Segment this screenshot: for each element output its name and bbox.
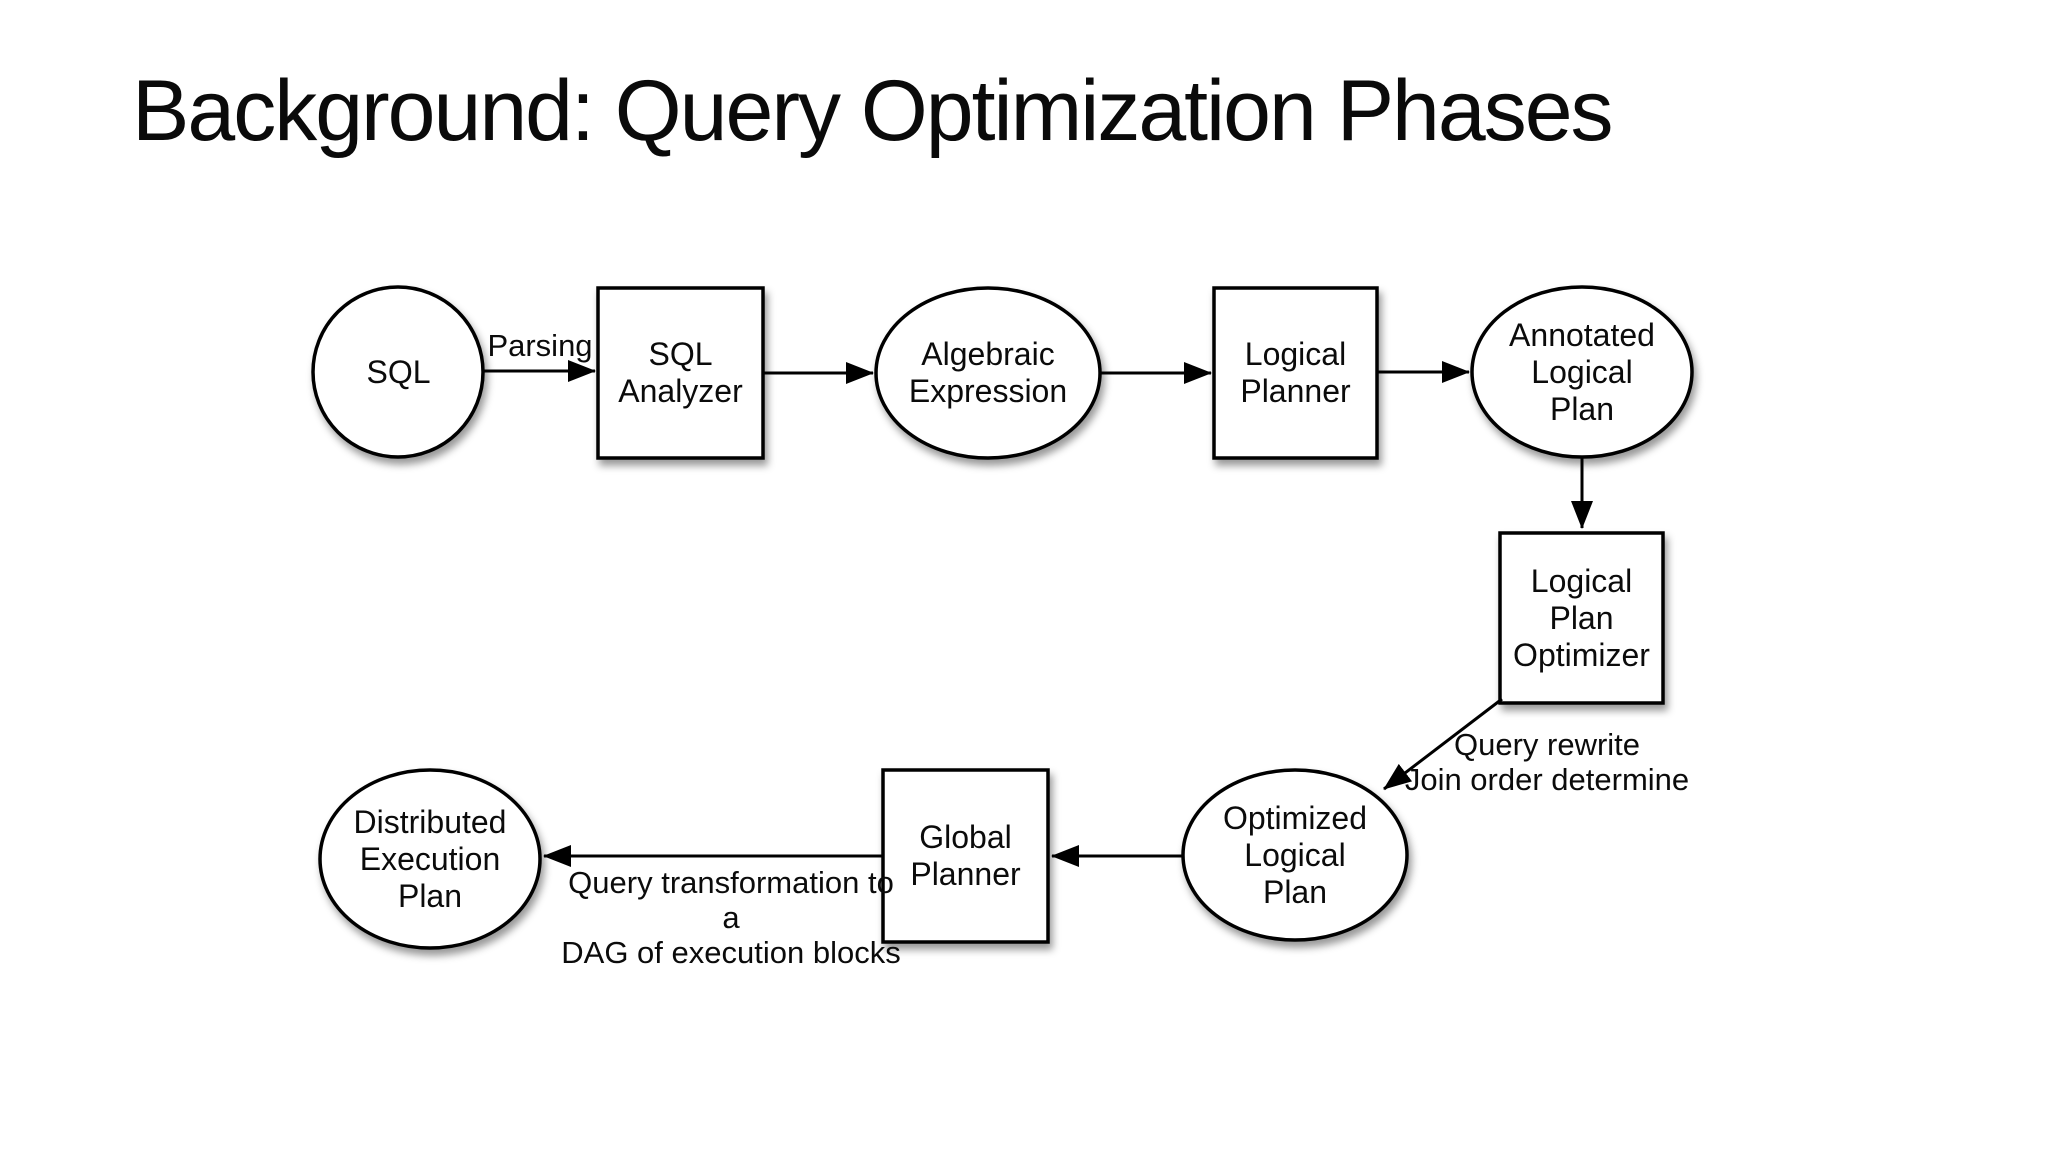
logical-plan-optimizer-node-shape (1498, 531, 1665, 705)
algebraic-expression-node-shape (874, 286, 1102, 460)
annotated-logical-plan-node-shape (1470, 285, 1694, 459)
arrow-logical-plan-optimizer-to-optimized-logical-plan (1383, 697, 1503, 791)
sql-node-shape (311, 285, 485, 459)
global-planner-node-shape (881, 768, 1050, 944)
distributed-execution-plan-node-shape (318, 768, 542, 950)
slide-title: Background: Query Optimization Phases (132, 63, 1614, 159)
optimized-logical-plan-node-shape (1181, 768, 1409, 942)
sql-analyzer-node-shape (596, 286, 765, 460)
logical-planner-node-shape (1212, 286, 1379, 460)
